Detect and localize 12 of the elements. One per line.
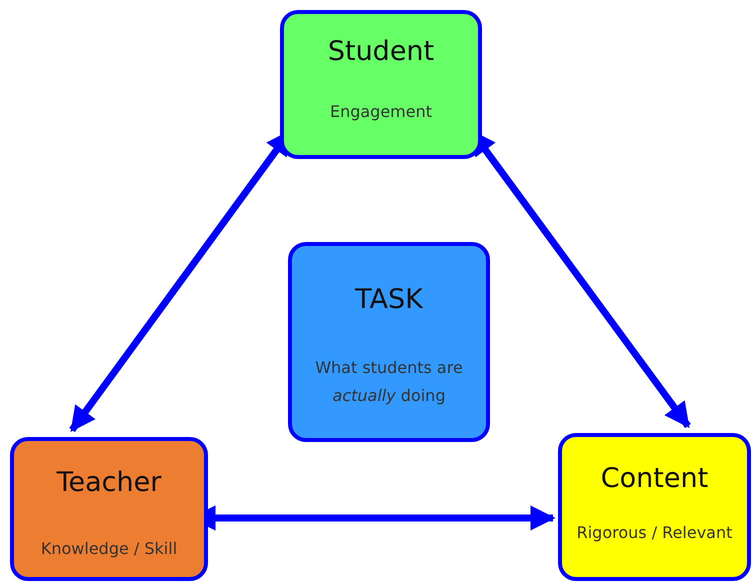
box-title: Teacher [56, 467, 162, 498]
box-subtitle: Engagement [328, 101, 434, 123]
box-title: Student [326, 36, 436, 67]
box-subtitle: Rigorous / Relevant [576, 522, 734, 544]
rounded-box [558, 433, 751, 581]
box-subtitle: What students are actually doing [314, 357, 464, 407]
rounded-box [288, 242, 490, 442]
box-title: Content [600, 463, 710, 494]
box-title: TASK [354, 284, 424, 315]
box-subtitle: Knowledge / Skill [40, 538, 178, 560]
rounded-box [10, 437, 208, 581]
rounded-box [280, 10, 482, 159]
